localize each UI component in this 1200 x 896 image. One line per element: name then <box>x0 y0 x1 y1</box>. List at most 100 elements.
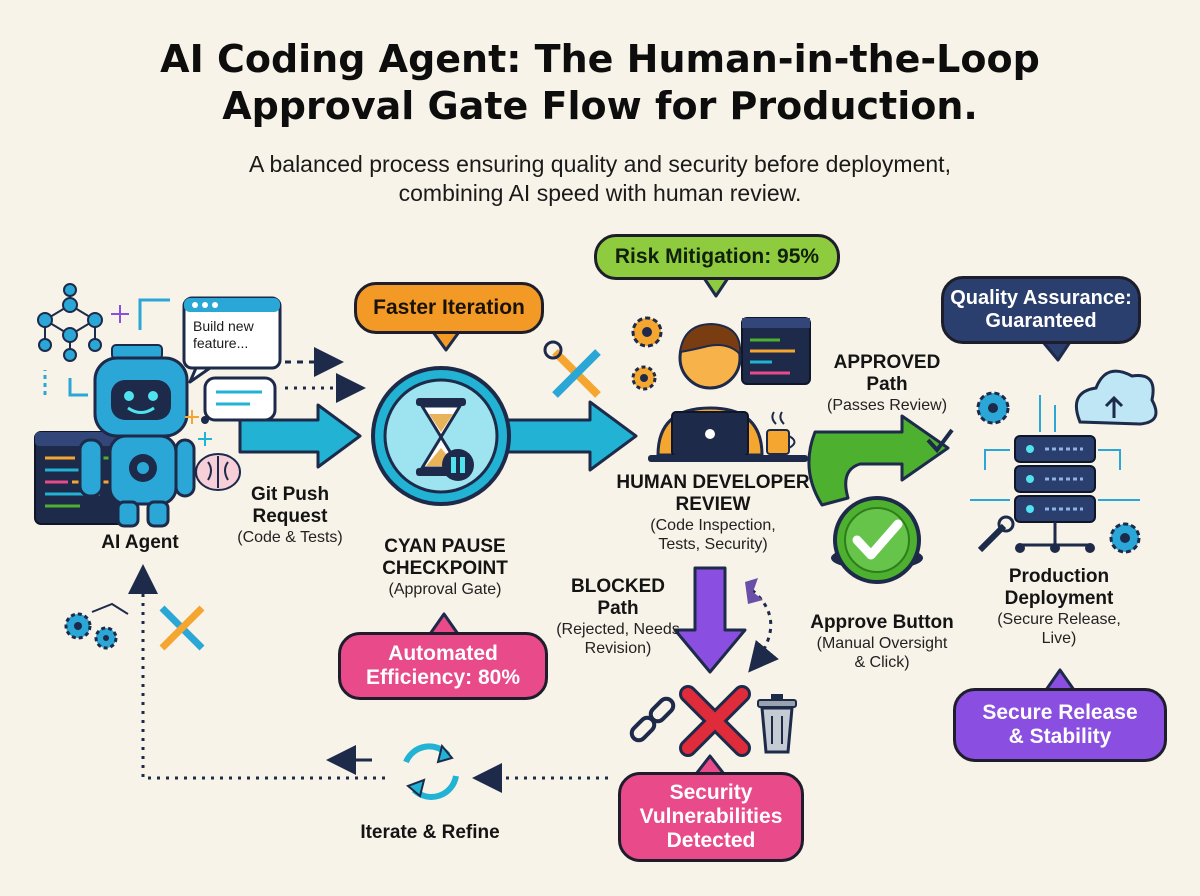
quality-assurance-line-1: Quality Assurance: <box>950 287 1132 309</box>
automated-efficiency-callout: Automated Efficiency: 80% <box>338 632 548 700</box>
title-line-1: AI Coding Agent: The Human-in-the-Loop <box>160 37 1040 81</box>
approved-sub: (Passes Review) <box>826 397 948 414</box>
sparkle-icon <box>198 432 212 446</box>
laptop-icon <box>648 411 808 462</box>
subtitle-line-1: A balanced process ensuring quality and … <box>249 151 951 177</box>
blocked-sub-2: Revision) <box>584 640 652 657</box>
approve-button-label: Approve Button (Manual Oversight & Click… <box>794 612 970 672</box>
ai-agent-node <box>34 283 282 528</box>
broken-chain-icon <box>629 696 676 743</box>
sparkle-icon <box>111 305 129 323</box>
blocked-path-arrow <box>673 566 747 674</box>
chat-line-2: feature... <box>193 335 249 351</box>
checkpoint-title-1: CYAN PAUSE <box>384 536 506 557</box>
automated-efficiency-tail <box>428 612 460 636</box>
faster-iteration-tail <box>431 330 461 352</box>
wrench-icon <box>977 515 1015 553</box>
security-vulnerabilities-line-3: Detected <box>666 829 756 852</box>
blocked-title-2: Path <box>597 598 639 619</box>
review-sub-1: (Code Inspection, <box>650 517 776 534</box>
chat-window-text: Build new feature... <box>193 318 254 352</box>
secure-release-line-1: Secure Release <box>982 701 1138 724</box>
production-sub-1: (Secure Release, <box>997 611 1121 628</box>
coffee-cup-icon <box>766 411 796 455</box>
subtitle-line-2: combining AI speed with human review. <box>398 180 802 206</box>
connector-lines-icon <box>970 395 1140 501</box>
approved-title-1: APPROVED <box>833 352 941 373</box>
blocked-path-label: BLOCKED Path (Rejected, Needs Revision) <box>548 576 688 658</box>
chat-bubble-icon <box>201 376 277 424</box>
small-right-arrow-icon <box>68 378 88 397</box>
production-label: Production Deployment (Secure Release, L… <box>978 566 1140 648</box>
git-push-title-1: Git Push <box>250 484 330 505</box>
sparkle-icon <box>185 410 199 424</box>
production-node <box>970 369 1158 554</box>
gears-icon <box>64 602 129 650</box>
approve-button-sub-1: (Manual Oversight <box>816 635 948 652</box>
review-title-1: HUMAN DEVELOPER <box>616 472 810 493</box>
gear-icon <box>976 391 1010 425</box>
wrench-screwdriver-icon <box>159 605 205 651</box>
ai-agent-label: AI Agent <box>80 532 200 554</box>
faster-iteration-callout: Faster Iteration <box>354 282 544 334</box>
blocked-sub-1: (Rejected, Needs <box>556 621 680 638</box>
security-vulnerabilities-callout: Security Vulnerabilities Detected <box>618 772 804 862</box>
chat-line-1: Build new <box>193 318 254 334</box>
wrench-screwdriver-icon <box>543 340 601 398</box>
refresh-icon <box>403 743 459 800</box>
git-push-title-2: Request <box>252 506 328 527</box>
code-window-icon <box>741 317 811 385</box>
production-title-1: Production <box>1008 566 1110 587</box>
checkpoint-to-review-arrow <box>503 400 638 472</box>
secure-release-line-2: & Stability <box>1008 725 1112 748</box>
blocked-title-1: BLOCKED <box>571 576 665 597</box>
pause-icon <box>442 449 474 481</box>
checkpoint-label: CYAN PAUSE CHECKPOINT (Approval Gate) <box>360 536 530 599</box>
gear-icon <box>1109 522 1141 554</box>
git-push-arrow <box>238 403 362 469</box>
iterate-title: Iterate & Refine <box>360 822 500 843</box>
gear-icon <box>631 365 657 391</box>
checkpoint-title-2: CHECKPOINT <box>382 558 508 579</box>
neural-network-icon <box>37 283 103 362</box>
automated-efficiency-line-2: Efficiency: 80% <box>365 666 521 689</box>
git-push-label: Git Push Request (Code & Tests) <box>220 484 360 547</box>
faster-iteration-text: Faster Iteration <box>373 296 525 319</box>
risk-mitigation-callout: Risk Mitigation: 95% <box>594 234 840 280</box>
checkpoint-sub: (Approval Gate) <box>388 581 502 598</box>
ai-agent-title: AI Agent <box>101 532 179 553</box>
page-title: AI Coding Agent: The Human-in-the-Loop A… <box>0 36 1200 130</box>
production-sub-2: Live) <box>1041 630 1077 647</box>
cloud-icon <box>1075 369 1158 426</box>
checkmark-icon <box>926 428 954 454</box>
gear-icon <box>631 316 663 348</box>
quality-assurance-tail <box>1041 340 1072 362</box>
risk-mitigation-tail <box>702 276 730 298</box>
iterate-label: Iterate & Refine <box>340 822 520 844</box>
quality-assurance-line-2: Guaranteed <box>985 310 1097 332</box>
small-corner-arrow-icon <box>138 298 170 330</box>
brain-icon <box>195 453 241 491</box>
broken-paper-icon <box>745 578 763 604</box>
review-title-2: REVIEW <box>675 494 751 515</box>
title-line-2: Approval Gate Flow for Production. <box>222 84 978 128</box>
dashed-return-curve <box>748 588 779 673</box>
risk-mitigation-text: Risk Mitigation: 95% <box>614 245 820 268</box>
review-sub-2: Tests, Security) <box>658 536 768 553</box>
secure-release-tail <box>1044 668 1076 692</box>
robot-icon <box>78 344 196 528</box>
return-loop-arrow <box>128 564 385 780</box>
automated-efficiency-line-1: Automated <box>388 642 498 665</box>
server-stack-icon <box>1014 435 1096 553</box>
approved-title-2: Path <box>866 374 908 395</box>
approved-path-arrow <box>807 414 950 507</box>
page-subtitle: A balanced process ensuring quality and … <box>0 150 1200 208</box>
security-vulnerabilities-line-1: Security <box>669 781 753 804</box>
human-developer-node <box>648 317 811 462</box>
git-push-sub: (Code & Tests) <box>237 529 343 546</box>
checkpoint-node <box>371 366 638 506</box>
quality-assurance-callout: Quality Assurance: Guaranteed <box>941 276 1141 344</box>
trash-can-icon <box>757 694 797 754</box>
x-mark-icon <box>679 685 751 757</box>
